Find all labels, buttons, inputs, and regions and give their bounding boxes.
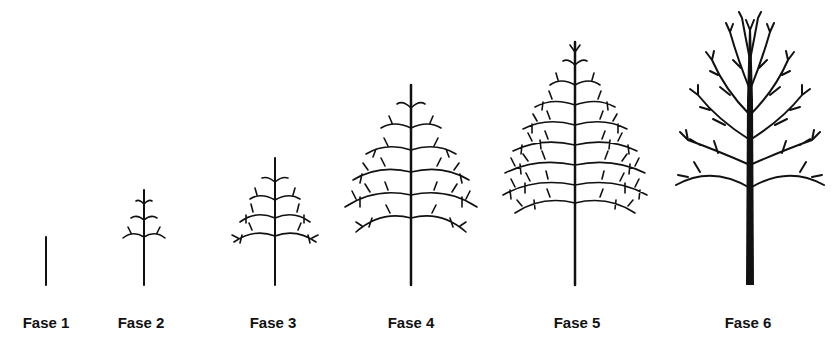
tree-phase-2 [123, 190, 165, 285]
phase-label: Fase 1 [23, 314, 70, 332]
tree-phase-1 [45, 237, 47, 285]
tree-phase-3 [232, 158, 318, 285]
phase-label: Fase 3 [250, 314, 297, 332]
tree-phase-5 [503, 42, 647, 285]
phase-label: Fase 2 [118, 314, 165, 332]
phase-label: Fase 6 [725, 314, 772, 332]
tree-phase-4 [345, 85, 477, 285]
tree-phase-6 [676, 12, 824, 285]
phase-label: Fase 4 [388, 314, 435, 332]
phase-label: Fase 5 [554, 314, 601, 332]
